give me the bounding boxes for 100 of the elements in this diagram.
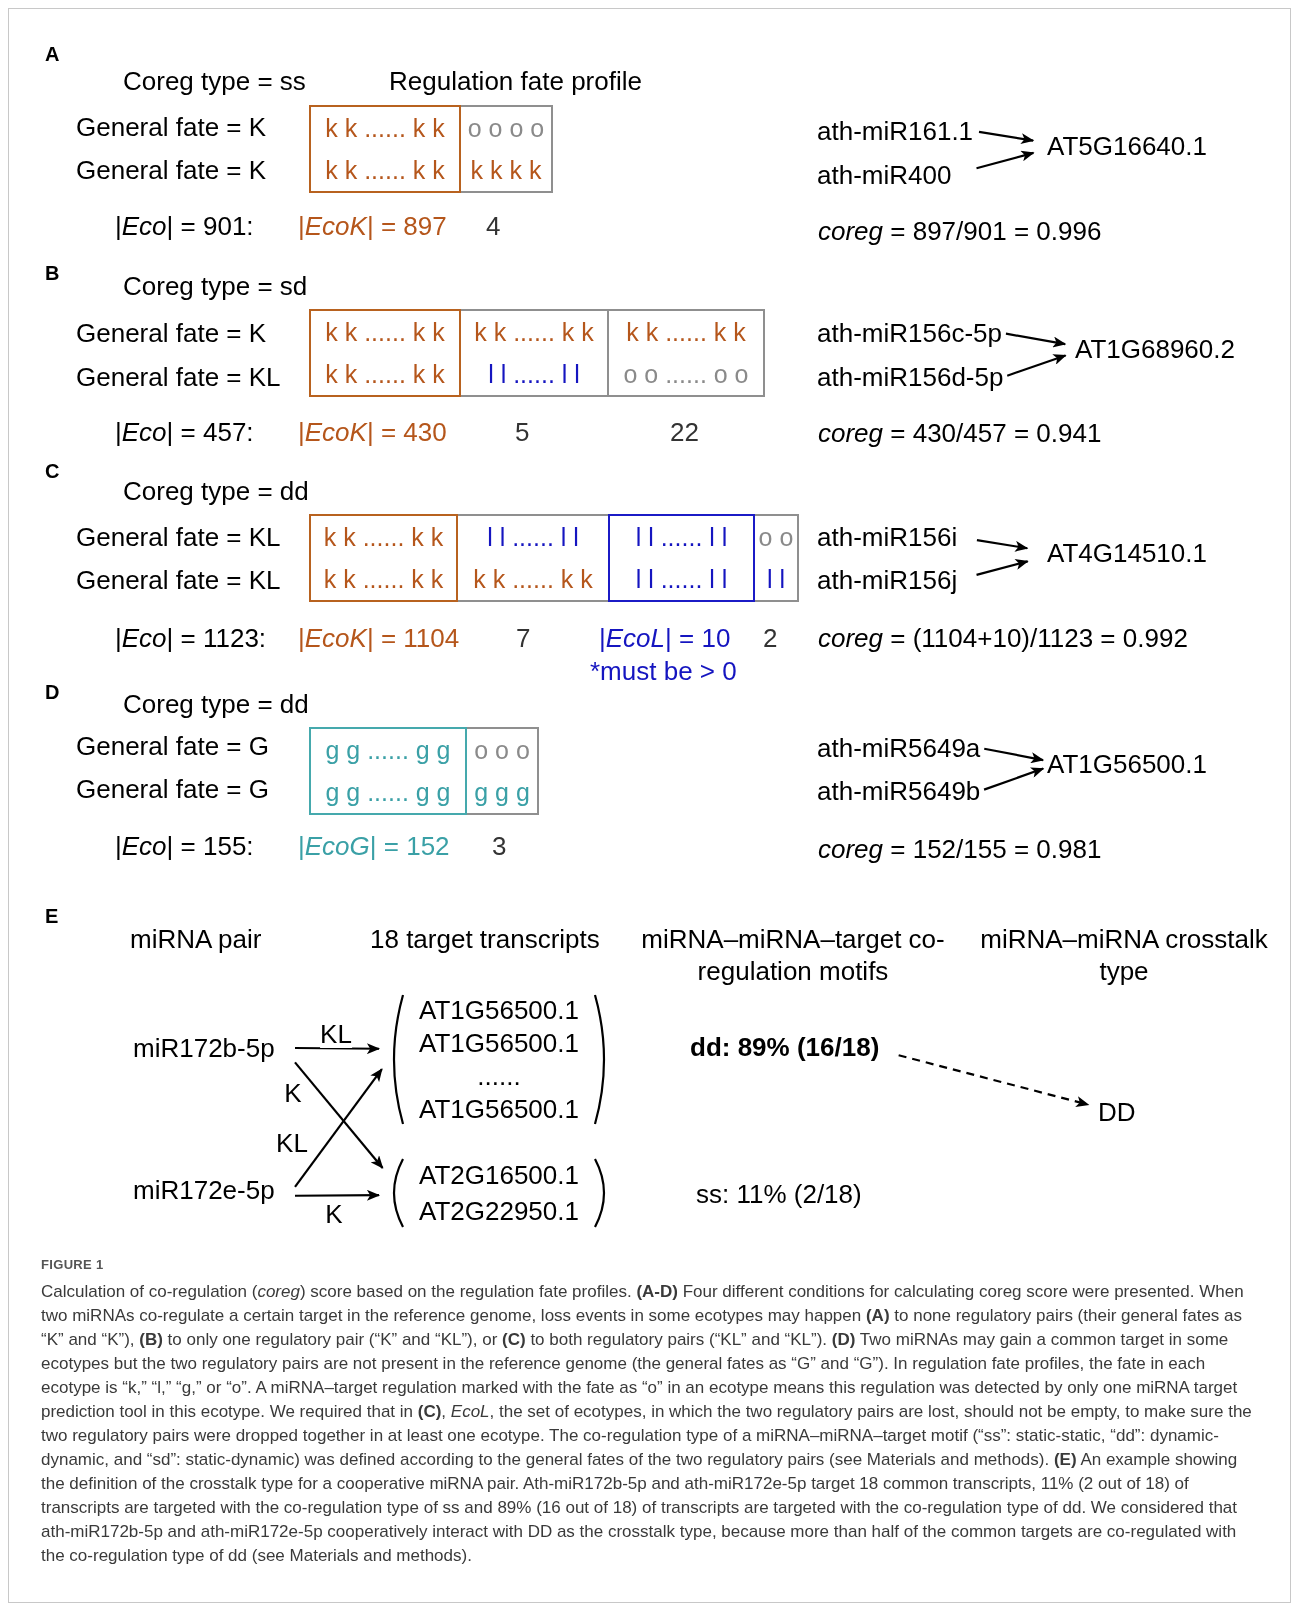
transcript-label: AT1G56500.1 (419, 1094, 579, 1125)
motif-share: ss: 11% (2/18) (696, 1178, 862, 1210)
profile-box (456, 514, 610, 602)
fate-label: General fate = K (76, 111, 267, 143)
profile-box (465, 727, 539, 815)
count-label: |Eco| = 1123: (115, 622, 267, 654)
mirna-label: ath-miR400 (817, 159, 952, 191)
fate-row-text: o o o o (466, 113, 546, 144)
figure-label: FIGURE 1 (41, 1257, 104, 1273)
profile-box (459, 309, 609, 397)
count-label: |Eco| = 457: (115, 416, 254, 448)
fate-row-text: l l (765, 564, 787, 595)
fate-row-text: l l ...... l l (486, 522, 580, 553)
fate-label: General fate = G (76, 773, 269, 805)
mirna-label: ath-miR156c-5p (817, 317, 1002, 349)
profile-box (753, 514, 799, 602)
fate-row-text: o o (757, 522, 795, 553)
fate-row-text: k k ...... k k (322, 564, 445, 595)
heading: Coreg type = dd (123, 475, 309, 507)
arrow (983, 767, 1045, 791)
score-label: coreg = 430/457 = 0.941 (818, 417, 1102, 449)
fate-label: General fate = KL (76, 564, 281, 596)
arrow (976, 559, 1029, 576)
target-label: AT1G56500.1 (1047, 748, 1207, 780)
heading: Regulation fate profile (389, 65, 642, 97)
fate-row-text: k k k k (469, 155, 543, 186)
count-label: 3 (492, 830, 507, 862)
arrow (978, 130, 1035, 145)
column-heading: miRNA–miRNA–target co-regulation motifs (640, 923, 946, 987)
fate-row-text: g g ...... g g (324, 777, 452, 808)
mirna-label: miR172e-5p (133, 1174, 295, 1206)
heading: Coreg type = dd (123, 688, 309, 720)
mirna-label: miR172b-5p (133, 1032, 295, 1064)
target-label: AT5G16640.1 (1047, 130, 1207, 162)
count-label: 7 (516, 622, 531, 654)
mirna-label: ath-miR156d-5p (817, 361, 1004, 393)
column-heading: miRNA–miRNA crosstalk type (979, 923, 1269, 987)
count-label: |EcoL| = 10 (599, 622, 731, 654)
fate-label: General fate = KL (76, 521, 281, 553)
count-label: |EcoG| = 152 (298, 830, 450, 862)
count-label: |Eco| = 901: (115, 210, 254, 242)
mirna-label: ath-miR5649a (817, 732, 981, 764)
score-label: coreg = 152/155 = 0.981 (818, 833, 1102, 865)
fate-row-text: k k ...... k k (324, 317, 446, 348)
column-heading: 18 target transcripts (370, 923, 600, 955)
panel-letter: C (45, 459, 60, 483)
count-label: |EcoK| = 430 (298, 416, 447, 448)
fate-row-text: l l ...... l l (634, 522, 729, 553)
fate-row-text: o o ...... o o (622, 359, 750, 390)
column-heading: miRNA pair (130, 923, 262, 955)
fate-row-text: k k ...... k k (324, 359, 446, 390)
panel-letter: D (45, 680, 60, 704)
mirna-label: ath-miR161.1 (817, 115, 974, 147)
profile-box (607, 309, 765, 397)
arrow (294, 1068, 383, 1188)
arrow (976, 539, 1029, 552)
caption: Calculation of co-regulation (coreg) score based on the regulation fate profiles. (A-D) Four different conditions for calculating coreg score were presented. When two miRNAs co-regulate a certain target in the reference genome, loss events in some ecotypes may happen (A) to none regulatory pairs (their general fates as “K” and “K”), (B) to only one regulatory pair (“K” and “KL”), or (C) to both regulatory pairs (“KL” and “KL”). (D) Two miRNAs may gain a common target in some ecotypes but the two regulatory pairs are not present in the reference genome (the general fates as “G” and “G”). In regulation fate profiles, the fate in each ecotype is “k,” “l,” “g,” or “o”. A miRNA–target regulation marked with the fate as “o” in an ecotype means this regulation was detected by only one miRNA target prediction tool in this ecotype. We required that in (C), EcoL, the set of ecotypes, in which the two regulatory pairs are lost, should not be empty, to make sure the two regulatory pairs were dropped together in at least one ecotype. The co-regulation type of a miRNA–miRNA–target motif (“ss”: static-static, “dd”: dynamic-dynamic, and “sd”: static-dynamic) was defined according to the general fates of the two regulatory pairs (see Materials and methods). (E) An example showing the definition of the crosstalk type for a cooperative miRNA pair. Ath-miR172b-5p and ath-miR172e-5p target 18 common transcripts, 11% (2 out of 18) of transcripts are targeted with the co-regulation type of ss and 89% (16 out of 18) of transcripts are targeted with the co-regulation type of dd. We considered that ath-miR172b-5p and ath-miR172e-5p cooperatively interact with DD as the crosstalk type, because more than half of the common targets are co-regulated with the co-regulation type of dd (see Materials and methods). (41, 1281, 1253, 1567)
count-label: 22 (670, 416, 699, 448)
profile-box (309, 727, 467, 815)
transcript-label: AT1G56500.1 (419, 1027, 579, 1058)
profile-box (459, 105, 553, 193)
heading: Coreg type = sd (123, 270, 308, 302)
count-label: 2 (763, 622, 778, 654)
count-label: |Eco| = 155: (115, 830, 254, 862)
transcript-label: ...... (477, 1061, 521, 1092)
fate-row-text: l l ...... l l (634, 564, 729, 595)
panel-letter: A (45, 42, 60, 66)
note: *must be > 0 (590, 655, 737, 687)
score-label: coreg = (1104+10)/1123 = 0.992 (818, 622, 1188, 654)
fate-row-text: k k ...... k k (324, 113, 446, 144)
heading: Coreg type = ss (123, 65, 306, 97)
target-label: AT1G68960.2 (1075, 333, 1235, 365)
arrow (294, 1061, 384, 1169)
target-label: AT4G14510.1 (1047, 537, 1207, 569)
arrow (295, 1043, 381, 1055)
panel-letter: B (45, 261, 60, 285)
mirna-label: ath-miR5649b (817, 775, 981, 807)
fate-row-text: k k ...... k k (473, 317, 595, 348)
arrow (1006, 354, 1067, 377)
arrow (976, 150, 1035, 170)
fate-label: General fate = KL (76, 361, 281, 393)
fate-row-text: l l ...... l l (487, 359, 581, 390)
fate-label: General fate = K (76, 154, 267, 186)
panel-letter: E (45, 904, 59, 928)
fate-row-text: o o o (473, 735, 531, 766)
profile-box (309, 105, 461, 193)
fate-label: General fate = G (76, 730, 269, 762)
transcript-label: AT2G16500.1 (419, 1160, 579, 1190)
arrow (295, 1189, 381, 1201)
count-label: |EcoK| = 897 (298, 210, 447, 242)
fate-row-text: k k ...... k k (472, 564, 594, 595)
crosstalk-type: DD (1098, 1096, 1136, 1128)
mirna-label: ath-miR156j (817, 564, 958, 596)
motif-share: dd: 89% (16/18) (690, 1031, 880, 1063)
profile-box (309, 309, 461, 397)
fate-row-text: k k ...... k k (625, 317, 747, 348)
profile-box (608, 514, 755, 602)
mirna-label: ath-miR156i (817, 521, 958, 553)
fate-row-text: k k ...... k k (322, 522, 445, 553)
fate-label: General fate = K (76, 317, 267, 349)
